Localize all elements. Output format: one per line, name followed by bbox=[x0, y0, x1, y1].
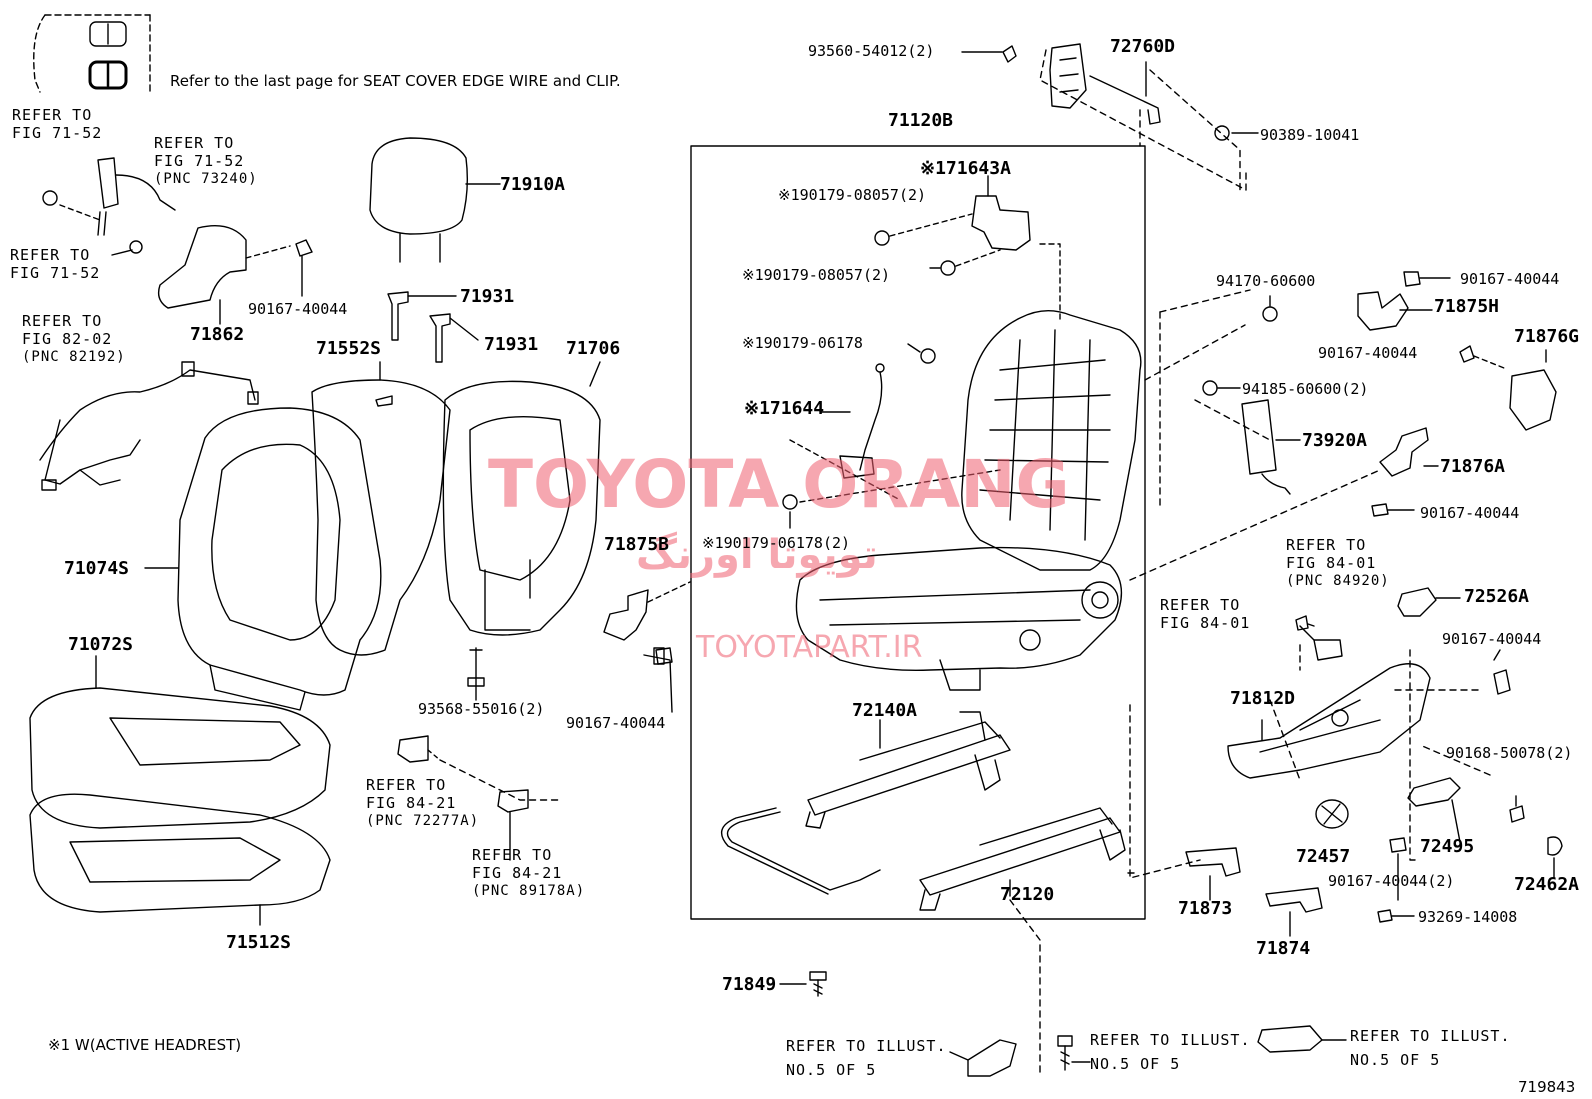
label-90179-08057-a[interactable]: ※190179-08057(2) bbox=[778, 186, 927, 204]
label-72140A[interactable]: 72140A bbox=[852, 700, 918, 721]
note-bottom: ※1 W(ACTIVE HEADREST) bbox=[48, 1036, 242, 1054]
label-90167-40044-e[interactable]: 90167-40044(2) bbox=[1328, 872, 1455, 890]
airbag-73920A bbox=[1202, 295, 1301, 495]
label-90389-10041[interactable]: 90389-10041 bbox=[1260, 126, 1360, 144]
switch-connectors bbox=[397, 735, 561, 861]
label-71862[interactable]: 71862 bbox=[190, 324, 245, 345]
label-71512S[interactable]: 71512S bbox=[226, 932, 292, 953]
bolt-71849 bbox=[779, 971, 827, 997]
seatback-pad-71552S bbox=[311, 361, 451, 656]
label-93568-55016[interactable]: 93568-55016(2) bbox=[418, 700, 545, 718]
label-93269-14008[interactable]: 93269-14008 bbox=[1418, 908, 1518, 926]
label-71074S[interactable]: 71074S bbox=[64, 558, 130, 579]
label-90167-40044-d[interactable]: 90167-40044 bbox=[1442, 630, 1542, 648]
label-71873[interactable]: 71873 bbox=[1178, 898, 1233, 919]
label-71931-a[interactable]: 71931 bbox=[460, 286, 515, 307]
seat-cushion-pad-71512S bbox=[29, 793, 331, 926]
label-71552S[interactable]: 71552S bbox=[316, 338, 382, 359]
label-71644[interactable]: ※171644 bbox=[744, 398, 825, 419]
ref-illust-c: REFER TO ILLUST.NO.5 OF 5 bbox=[1350, 1027, 1511, 1069]
seatback-cover-71074S bbox=[144, 407, 382, 711]
cover-71876A bbox=[1371, 427, 1439, 517]
bolt-90167-left bbox=[655, 647, 673, 665]
guide-lines bbox=[1009, 49, 1491, 1073]
label-72495[interactable]: 72495 bbox=[1420, 836, 1475, 857]
label-72526A[interactable]: 72526A bbox=[1464, 586, 1530, 607]
label-71849[interactable]: 71849 bbox=[722, 974, 777, 995]
label-71875B[interactable]: 71875B bbox=[604, 534, 670, 555]
side-cover-71812D bbox=[1227, 615, 1511, 779]
cover-71875H bbox=[1357, 271, 1451, 331]
bracket-71875B bbox=[603, 581, 691, 713]
label-90167-40044-b[interactable]: 90167-40044 bbox=[1318, 344, 1418, 362]
headrest-71910A bbox=[369, 137, 501, 263]
clip-legend bbox=[33, 14, 151, 93]
label-90167-40044-f[interactable]: 90167-40044 bbox=[248, 300, 348, 318]
seatback-board-71706 bbox=[442, 361, 601, 636]
adjuster-72760D bbox=[961, 43, 1259, 141]
label-72120[interactable]: 72120 bbox=[1000, 884, 1055, 905]
label-71931-b[interactable]: 71931 bbox=[484, 334, 539, 355]
label-90179-06178-b[interactable]: ※190179-06178(2) bbox=[702, 534, 851, 552]
label-71812D[interactable]: 71812D bbox=[1230, 688, 1296, 709]
ref-illust-a: REFER TO ILLUST.NO.5 OF 5 bbox=[786, 1037, 947, 1079]
label-90179-08057-b[interactable]: ※190179-08057(2) bbox=[742, 266, 891, 284]
label-71876G[interactable]: 71876G bbox=[1514, 326, 1580, 347]
label-71876A[interactable]: 71876A bbox=[1440, 456, 1506, 477]
label-94170-60600[interactable]: 94170-60600 bbox=[1216, 272, 1316, 290]
label-72457[interactable]: 72457 bbox=[1296, 846, 1351, 867]
bolt-93568 bbox=[467, 647, 485, 701]
recliner-71643A bbox=[874, 175, 1061, 321]
bracket-71874 bbox=[1265, 887, 1415, 937]
label-71706[interactable]: 71706 bbox=[566, 338, 621, 359]
label-73920A[interactable]: 73920A bbox=[1302, 430, 1368, 451]
bracket-71873 bbox=[1185, 847, 1241, 901]
label-90167-40044-a[interactable]: 90167-40044 bbox=[1460, 270, 1560, 288]
seat-frame-box bbox=[690, 145, 1146, 920]
wiring-harness bbox=[39, 361, 259, 491]
label-90179-06178-a[interactable]: ※190179-06178 bbox=[742, 334, 863, 352]
label-94185-60600[interactable]: 94185-60600(2) bbox=[1242, 380, 1369, 398]
label-72760D[interactable]: 72760D bbox=[1110, 36, 1176, 57]
label-71120B[interactable]: 71120B bbox=[888, 110, 954, 131]
label-90167-40044-c[interactable]: 90167-40044 bbox=[1420, 504, 1520, 522]
label-90167-40044-g[interactable]: 90167-40044 bbox=[566, 714, 666, 732]
seat-track-72140A bbox=[805, 711, 1011, 829]
bottom-illust-refs bbox=[949, 1025, 1347, 1077]
label-71910A[interactable]: 71910A bbox=[500, 174, 566, 195]
ref-illust-b: REFER TO ILLUST.NO.5 OF 5 bbox=[1090, 1031, 1251, 1073]
knob-72526A bbox=[1397, 587, 1461, 617]
label-71072S[interactable]: 71072S bbox=[68, 634, 134, 655]
headrest-support-71931 bbox=[387, 291, 479, 363]
seat-track-wire bbox=[720, 807, 881, 895]
seat-track-72120 bbox=[919, 807, 1126, 911]
seat-frame-71120B bbox=[795, 310, 1142, 691]
knob-72457 bbox=[1315, 799, 1349, 829]
label-93560-54012[interactable]: 93560-54012(2) bbox=[808, 42, 935, 60]
note-top: Refer to the last page for SEAT COVER ED… bbox=[170, 72, 621, 90]
illustration-id: 719843 bbox=[1518, 1078, 1576, 1096]
lever-72495 bbox=[1389, 777, 1563, 901]
label-72462A[interactable]: 72462A bbox=[1514, 874, 1580, 895]
cover-71876G bbox=[1459, 345, 1557, 431]
label-71875H[interactable]: 71875H bbox=[1434, 296, 1500, 317]
label-71643A[interactable]: ※171643A bbox=[920, 158, 1011, 179]
cable-71644 bbox=[782, 343, 1001, 529]
seat-cushion-cover-71072S bbox=[29, 655, 331, 829]
label-90168-50078[interactable]: 90168-50078(2) bbox=[1446, 744, 1573, 762]
seatbelt-buckle-area bbox=[42, 157, 313, 325]
label-71874[interactable]: 71874 bbox=[1256, 938, 1311, 959]
